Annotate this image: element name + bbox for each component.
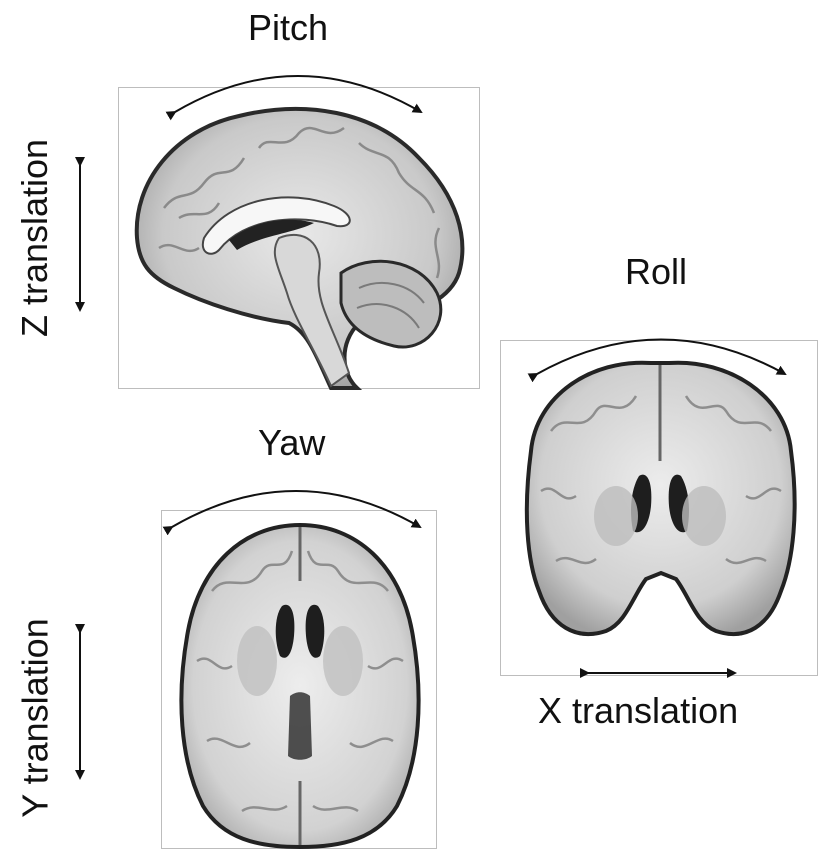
yaw-arrow bbox=[172, 491, 420, 527]
pitch-arrow bbox=[175, 76, 421, 112]
roll-arrow bbox=[537, 340, 785, 375]
